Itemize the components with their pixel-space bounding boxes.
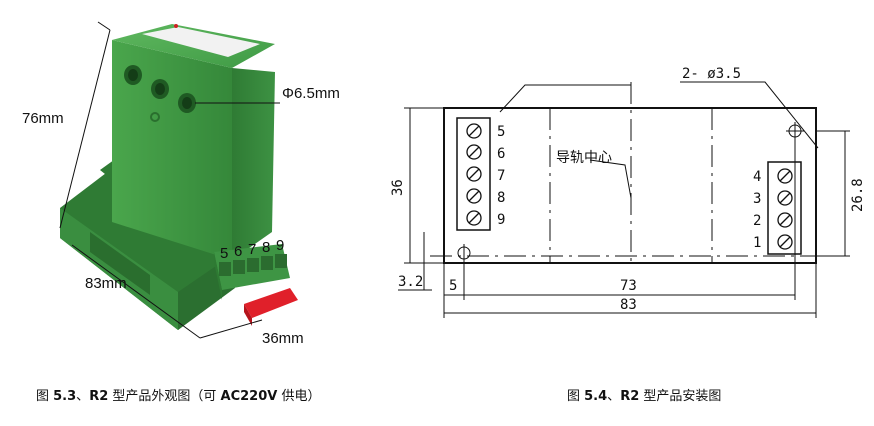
drawing-labels: 2- ø3.5 导轨中心 5 6 7 8 9 4 3 2 1 36 26.8 3… [390,66,866,313]
led-indicator [150,112,160,122]
left-terminal-number: 7 [497,168,505,184]
right-terminal-number: 4 [753,169,761,185]
caption-left-sep: 、 [76,389,89,404]
hole [182,97,192,109]
right-terminal-number: 1 [753,235,761,251]
dim-width-label: 36mm [262,330,304,347]
terminal-number: 7 [248,241,256,258]
mounting-hole [457,244,471,262]
dim-73-label: 73 [620,278,637,294]
dim-line-width [199,319,263,339]
left-terminal-number: 9 [497,212,505,228]
left-terminal-number: 6 [497,146,505,162]
terminal-number: 8 [262,239,270,256]
caption-right-sep: 、 [607,389,620,404]
hole [155,83,165,95]
caption-left-text: 型产品外观图（可 [108,389,220,404]
caption-left-voltage: AC220V [221,389,278,404]
terminal-number: 6 [234,243,242,260]
dim-3-2-label: 3.2 [398,274,423,290]
dim-83-label: 83 [620,297,637,313]
mounting-hole [786,122,804,140]
dim-line-height [59,29,111,229]
terminal-number: 9 [276,237,284,254]
dim-26-8-label: 26.8 [850,178,866,212]
dim-36-label: 36 [390,179,406,196]
caption-left-fig-number: 5.3 [53,389,76,404]
rail-clip [244,288,298,326]
caption-right-text: 型产品安装图 [639,389,721,404]
leader-hole-note [680,81,819,149]
hole [128,69,138,81]
installation-drawing [398,81,850,318]
caption-right-fig-number: 5.4 [584,389,607,404]
right-terminal-strip [767,161,802,255]
rail-center-label: 导轨中心 [556,150,612,166]
dim-line-length [71,244,201,339]
caption-left-pre: 图 [36,389,53,404]
hole-note: 2- ø3.5 [682,66,741,82]
terminal-number: 5 [220,245,228,262]
module-side-face [232,68,275,260]
product-illustration: 5 6 7 8 9 76mm 83mm 36mm Φ6.5mm [22,21,340,347]
caption-left-end: 供电） [277,389,320,404]
dim-5-label: 5 [449,278,457,294]
dim-hole-label: Φ6.5mm [282,85,340,102]
caption-left-model: R2 [89,389,108,404]
caption-right-pre: 图 [567,389,584,404]
caption-left: 图 5.3、R2 型产品外观图（可 AC220V 供电） [36,389,320,404]
module-outline [443,107,817,264]
module-front-face [112,40,232,260]
left-terminal-strip [456,117,491,231]
right-terminal-number: 3 [753,191,761,207]
top-led-dot [174,24,178,28]
dim-ext [97,21,111,31]
dim-length-label: 83mm [85,275,127,292]
left-terminal-number: 8 [497,190,505,206]
adjust-holes [124,65,196,122]
right-terminal-number: 2 [753,213,761,229]
dim-height-label: 76mm [22,110,64,127]
terminal-block: 5 6 7 8 9 [214,237,290,300]
module-label [142,27,260,57]
leader-terminals [499,84,631,113]
left-screws [466,123,482,226]
caption-right-model: R2 [620,389,639,404]
left-terminal-number: 5 [497,124,505,140]
leader-rail-center [589,159,632,199]
caption-right: 图 5.4、R2 型产品安装图 [567,389,721,404]
right-screws [777,168,793,250]
